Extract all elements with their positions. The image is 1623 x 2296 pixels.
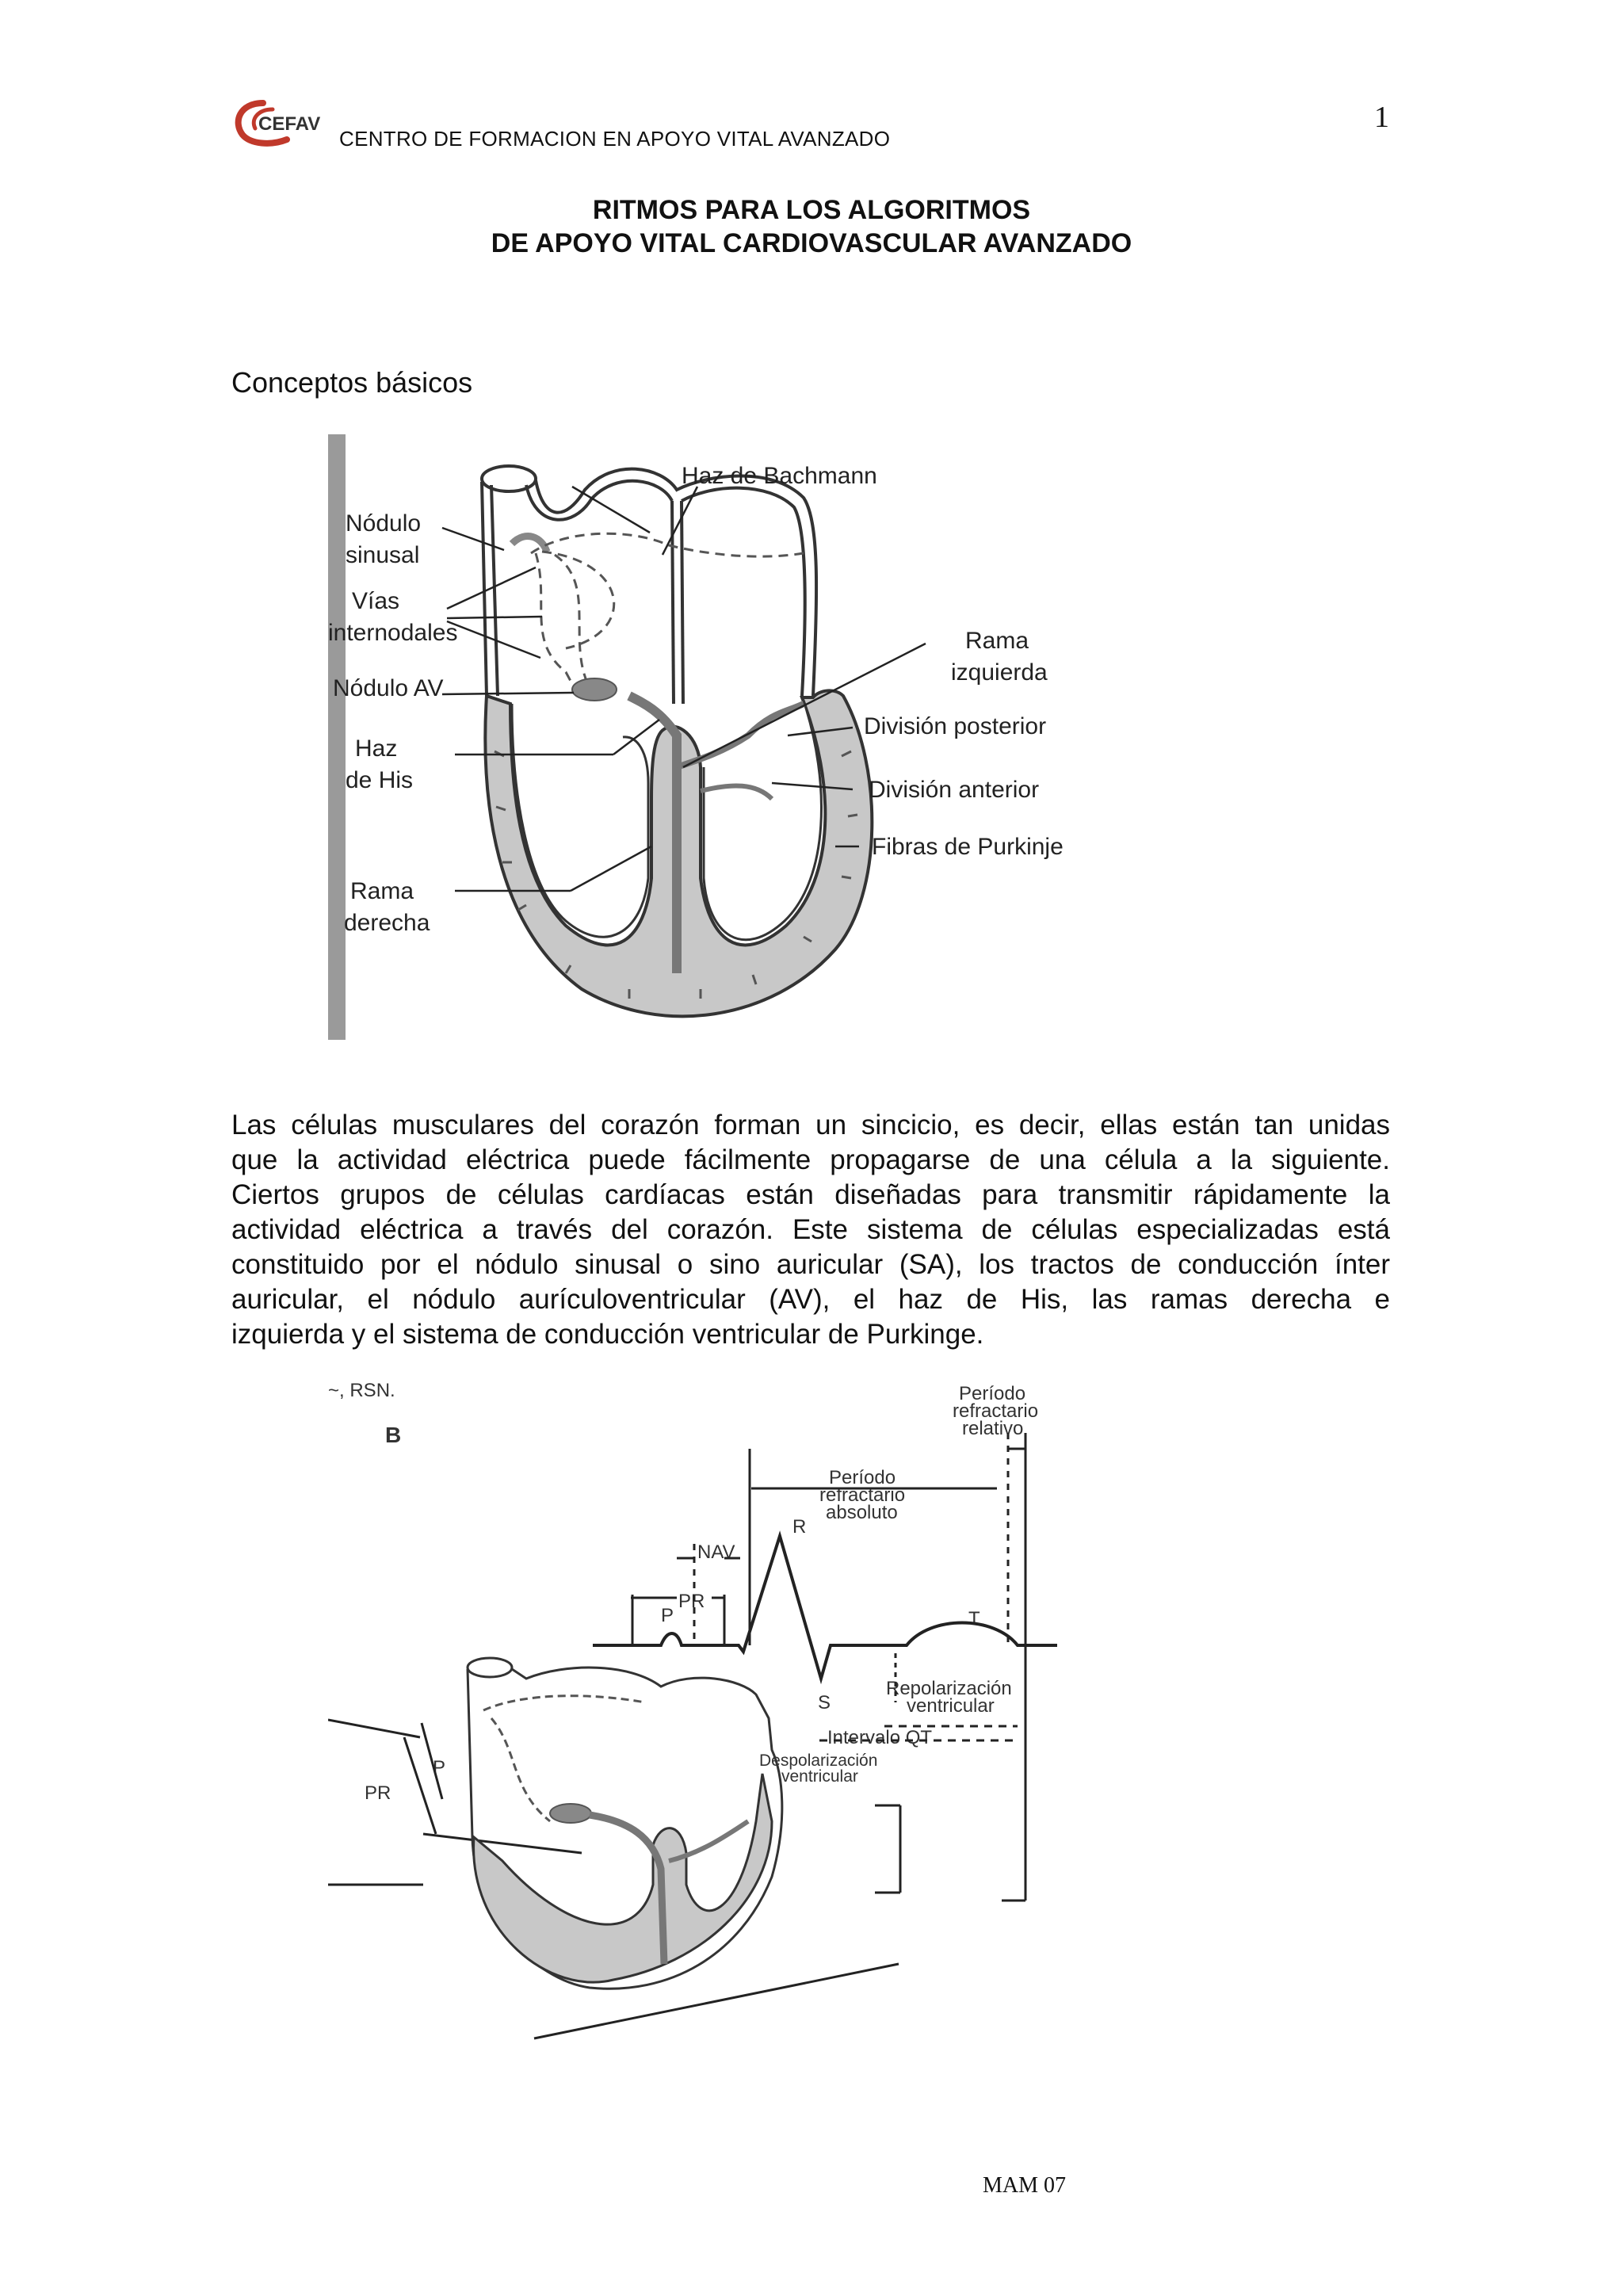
label-vias-1: Vías <box>352 588 399 614</box>
page-number: 1 <box>1374 100 1389 135</box>
conduction-system-figure: Haz de Bachmann Nódulo sinusal Vías inte… <box>328 434 1121 1040</box>
label-rama-izq-2: izquierda <box>951 659 1048 686</box>
paragraph-line: que la actividad eléctrica puede fácilme… <box>231 1143 1390 1178</box>
label-t-wave: T <box>968 1608 980 1629</box>
label-div-anterior: División anterior <box>869 777 1039 803</box>
cefav-logo: CEFAV <box>231 98 333 149</box>
label-his-2: de His <box>346 767 413 793</box>
scan-edge-shadow <box>328 434 346 1040</box>
paragraph-line: constituido por el nódulo sinusal o sino… <box>231 1247 1390 1282</box>
org-name: CENTRO DE FORMACION EN APOYO VITAL AVANZ… <box>339 127 890 151</box>
small-heart-diagram <box>468 1658 782 1988</box>
label-rama-der-1: Rama <box>350 878 414 904</box>
label-pr: PR <box>678 1591 705 1612</box>
label-div-posterior: División posterior <box>864 713 1046 739</box>
label-bachmann: Haz de Bachmann <box>682 463 877 489</box>
section-heading: Conceptos básicos <box>231 366 472 399</box>
paragraph-line: auricular, el nódulo aurículoventricular… <box>231 1282 1390 1317</box>
label-repol-2: ventricular <box>907 1695 995 1717</box>
label-purkinje: Fibras de Purkinje <box>872 834 1064 860</box>
label-sinusal-2: sinusal <box>346 542 419 568</box>
label-qt: Intervalo QT <box>827 1727 932 1748</box>
paragraph-line: actividad eléctrica a través del corazón… <box>231 1213 1390 1247</box>
paragraph-line: Ciertos grupos de células cardíacas está… <box>231 1178 1390 1213</box>
label-sinusal-1: Nódulo <box>346 510 421 537</box>
label-panel-b: B <box>385 1423 401 1447</box>
label-p-wave: P <box>661 1605 674 1626</box>
av-node <box>572 678 617 701</box>
label-rel-3: relativo <box>962 1418 1023 1439</box>
label-nav: NAV <box>697 1541 735 1563</box>
label-s-wave: S <box>818 1692 831 1713</box>
label-left-pr: PR <box>365 1782 391 1804</box>
document-title-line1: RITMOS PARA LOS ALGORITMOS <box>231 195 1392 226</box>
body-paragraph: Las células musculares del corazón forma… <box>231 1108 1390 1352</box>
paragraph-line: izquierda y el sistema de conducción ven… <box>231 1317 1390 1352</box>
label-cut-top: ~, RSN. <box>328 1380 395 1401</box>
label-rama-izq-1: Rama <box>965 628 1029 654</box>
label-r-wave: R <box>792 1516 806 1538</box>
label-nodulo-av: Nódulo AV <box>333 675 444 701</box>
paragraph-line: Las células musculares del corazón forma… <box>231 1108 1390 1143</box>
label-depol-2: ventricular <box>781 1767 858 1786</box>
ecg-heart-figure: ~, RSN. B Período refractario relativo P… <box>328 1377 1081 2040</box>
svg-text:CEFAV: CEFAV <box>258 113 320 135</box>
label-abs-3: absoluto <box>826 1502 898 1523</box>
label-vias-2: internodales <box>328 620 457 646</box>
heart-diagram <box>482 466 816 704</box>
label-his-1: Haz <box>355 735 397 762</box>
footer-code: MAM 07 <box>983 2173 1066 2199</box>
document-title-line2: DE APOYO VITAL CARDIOVASCULAR AVANZADO <box>231 228 1392 259</box>
label-rama-der-2: derecha <box>344 910 430 936</box>
